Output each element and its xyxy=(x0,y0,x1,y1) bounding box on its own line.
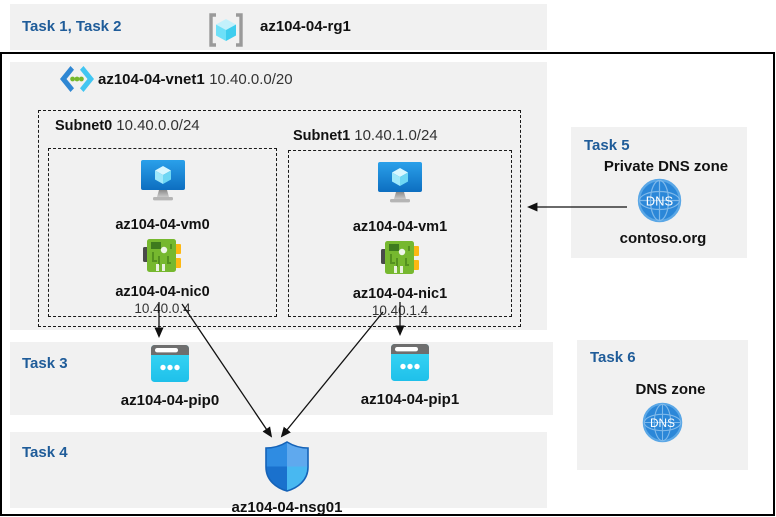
nsg-group: az104-04-nsg01 xyxy=(227,441,347,516)
subnet1-name: Subnet1 xyxy=(293,128,351,144)
nic1-private-ip: 10.40.1.4 xyxy=(371,303,429,318)
vnet-region xyxy=(10,62,547,330)
subnets-container xyxy=(38,110,521,327)
nsg-name: az104-04-nsg01 xyxy=(231,499,343,516)
virtual-machine-icon xyxy=(140,160,186,208)
resource-group-name: az104-04-rg1 xyxy=(260,18,351,35)
subnet1-box: az104-04-vm1 az104-04-nic1 10.40.1.4 xyxy=(288,150,512,318)
dns-zone-title: DNS zone xyxy=(635,381,706,398)
network-security-group-shield-icon xyxy=(264,441,310,497)
subnet1-label: Subnet1 10.40.1.0/24 xyxy=(293,127,438,144)
vm1-name: az104-04-vm1 xyxy=(352,219,448,235)
virtual-network-icon xyxy=(60,66,94,97)
task3-band: Task 3 az104-04-pip0 xyxy=(10,342,553,415)
dns-icon-text: DNS xyxy=(645,194,673,209)
public-ip-1-group: az104-04-pip1 xyxy=(350,344,470,408)
task4-band: Task 4 az xyxy=(10,432,547,516)
dns-zone-icon: DNS xyxy=(642,402,683,448)
dns-icon-text: DNS xyxy=(650,416,675,430)
subnet0-box: az104-04-vm0 az104-04-nic0 10.40.0.4 xyxy=(48,148,277,317)
private-dns-zone-title: Private DNS zone xyxy=(603,158,729,175)
public-ip-icon xyxy=(151,345,189,387)
nic0-private-ip: 10.40.0.4 xyxy=(134,301,191,316)
nic0-name: az104-04-nic0 xyxy=(115,284,210,300)
subnet0-name: Subnet0 xyxy=(55,118,113,134)
public-ip-icon xyxy=(391,344,429,386)
task-3-label: Task 3 xyxy=(22,355,68,372)
task-1-2-label: Task 1, Task 2 xyxy=(22,18,122,35)
diagram-border xyxy=(0,52,775,516)
vm0-name: az104-04-vm0 xyxy=(115,217,210,233)
subnet1-cidr: 10.40.1.0/24 xyxy=(354,127,438,144)
task-5-label: Task 5 xyxy=(584,137,630,154)
vnet-cidr: 10.40.0.0/20 xyxy=(209,71,293,88)
dns-zone-icon: DNS xyxy=(637,178,682,228)
task5-box: Task 5 Private DNS zone DNS contoso.org xyxy=(571,127,747,258)
network-interface-icon xyxy=(380,239,420,282)
virtual-machine-icon xyxy=(377,162,423,210)
public-ip-1-name: az104-04-pip1 xyxy=(360,391,460,408)
task1-2-band: Task 1, Task 2 az104-04-rg1 xyxy=(10,4,547,50)
vnet-name: az104-04-vnet1 xyxy=(98,71,205,88)
vnet-title: az104-04-vnet1 10.40.0.0/20 xyxy=(98,71,293,89)
task-6-label: Task 6 xyxy=(590,349,636,366)
public-ip-0-group: az104-04-pip0 xyxy=(110,345,230,409)
private-dns-zone-name: contoso.org xyxy=(619,230,707,247)
subnet0-label: Subnet0 10.40.0.0/24 xyxy=(55,117,200,134)
task-4-label: Task 4 xyxy=(22,444,68,461)
subnet0-cidr: 10.40.0.0/24 xyxy=(116,117,200,134)
resource-group-icon xyxy=(207,12,245,53)
task6-box: Task 6 DNS zone DNS xyxy=(577,340,748,470)
network-interface-icon xyxy=(143,237,182,280)
nic1-name: az104-04-nic1 xyxy=(352,286,448,302)
public-ip-0-name: az104-04-pip0 xyxy=(120,392,220,409)
